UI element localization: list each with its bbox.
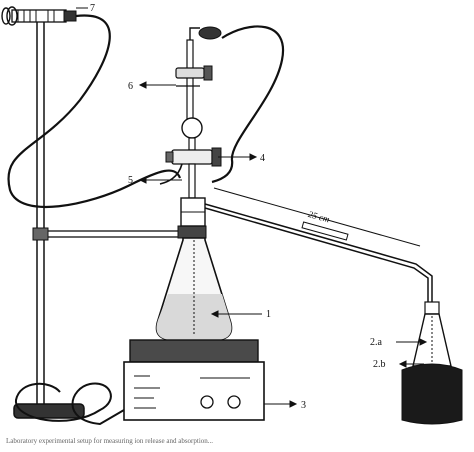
stopcock-6 [175, 67, 205, 79]
rubber-bulb [198, 26, 222, 40]
stand-rod [36, 13, 45, 417]
label-5: 5 [128, 175, 133, 186]
glass-bulb [181, 117, 203, 139]
clamp-arm [43, 230, 183, 238]
connecting-tube-long [7, 14, 182, 209]
knob-right [227, 395, 241, 409]
label-2b: 2.b [373, 359, 386, 370]
label-7: 7 [90, 3, 95, 14]
clamp-jaw [177, 225, 207, 239]
label-4: 4 [260, 153, 265, 164]
stand-base [13, 403, 85, 419]
erlenmeyer-flask [155, 197, 233, 341]
plate-top [129, 339, 259, 363]
plate-base [123, 361, 265, 421]
transfer-tube [204, 187, 433, 302]
dimension-line [213, 187, 421, 247]
label-3: 3 [301, 400, 306, 411]
label-1: 1 [266, 309, 271, 320]
top-syringe [1, 6, 77, 26]
bulb-tube [211, 25, 285, 184]
label-2a: 2.a [370, 337, 383, 348]
clamp-boss [32, 227, 49, 241]
label-6: 6 [128, 81, 133, 92]
collection-vessel [401, 301, 463, 425]
hot-plate [14, 339, 265, 426]
knob-left [200, 395, 214, 409]
caption-text: Laboratory experimental setup for measur… [6, 437, 213, 445]
stopcock-4 [171, 149, 213, 165]
distance-label: 25 cm [307, 209, 331, 225]
leader-arrows [76, 7, 428, 408]
vessel-jacket [401, 363, 463, 425]
glass-column [159, 26, 222, 199]
